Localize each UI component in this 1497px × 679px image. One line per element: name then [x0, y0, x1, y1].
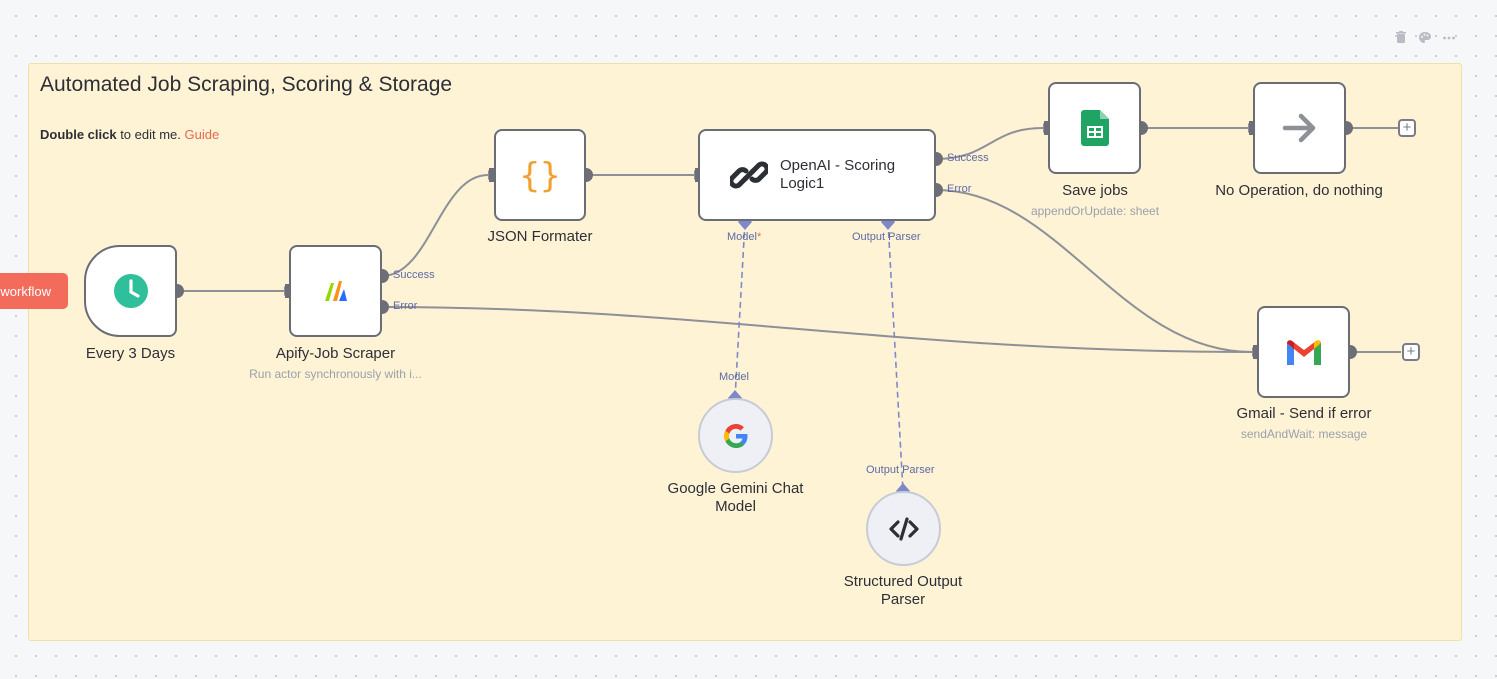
openai-model-port-label: Model* [727, 231, 762, 243]
apify-error-label: Error [393, 300, 418, 312]
node-label-trigger: Every 3 Days [85, 345, 176, 362]
node-label-json: JSON Formater [487, 228, 593, 245]
node-gmail-send[interactable] [1257, 306, 1350, 398]
trash-icon[interactable] [1394, 31, 1408, 45]
openai-error-label: Error [947, 183, 972, 195]
sticky-title: Automated Job Scraping, Scoring & Storag… [40, 73, 453, 96]
node-apify-job-scraper[interactable] [289, 245, 382, 337]
node-structured-output-parser[interactable] [866, 491, 941, 566]
palette-icon[interactable] [1418, 31, 1432, 45]
clock-icon [113, 274, 148, 308]
curly-braces-icon: {} [520, 156, 560, 194]
node-subtitle-save: appendOrUpdate: sheet [1030, 204, 1160, 218]
workflow-button[interactable]: workflow [0, 273, 68, 309]
node-label-gmail: Gmail - Send if error [1236, 405, 1372, 422]
sticky-body: Double click to edit me. Guide [40, 127, 219, 142]
parser-port-label: Output Parser [866, 464, 935, 476]
node-label-parser: Structured Output Parser [843, 573, 963, 608]
node-label-openai: OpenAI - Scoring Logic1 [780, 157, 896, 192]
add-node-after-gmail-button[interactable]: + [1402, 343, 1420, 361]
code-icon [888, 516, 919, 541]
sticky-toolbar [1394, 31, 1456, 45]
node-subtitle-gmail: sendAndWait: message [1240, 427, 1368, 441]
node-json-formater[interactable]: {} [494, 129, 586, 221]
node-no-operation[interactable] [1253, 82, 1346, 174]
openai-parser-port-label: Output Parser [852, 231, 921, 243]
google-sheets-icon [1080, 110, 1109, 146]
more-icon[interactable] [1442, 31, 1456, 45]
google-icon [723, 423, 747, 448]
openai-success-label: Success [947, 152, 989, 164]
apify-icon [324, 281, 347, 301]
guide-link[interactable]: Guide [184, 127, 220, 142]
node-label-save: Save jobs [1062, 182, 1128, 199]
sticky-body-bold: Double click [40, 127, 117, 142]
add-node-after-noop-button[interactable]: + [1398, 119, 1416, 137]
node-subtitle-apify: Run actor synchronously with i... [249, 367, 422, 381]
node-save-jobs[interactable] [1048, 82, 1141, 174]
sticky-body-text: to edit me. [116, 127, 185, 142]
gemini-port-label: Model [719, 371, 749, 383]
node-label-noop: No Operation, do nothing [1215, 182, 1383, 199]
svg-text:{}: {} [520, 156, 560, 194]
node-label-apify: Apify-Job Scraper [275, 345, 396, 362]
arrow-right-icon [1282, 113, 1315, 143]
apify-success-label: Success [393, 269, 435, 281]
node-openai-scoring[interactable] [698, 129, 936, 221]
node-label-gemini: Google Gemini Chat Model [667, 480, 804, 515]
node-google-gemini[interactable] [698, 398, 773, 473]
gmail-icon [1286, 340, 1321, 365]
chain-link-icon [730, 161, 768, 189]
node-every-3-days[interactable] [84, 245, 177, 337]
